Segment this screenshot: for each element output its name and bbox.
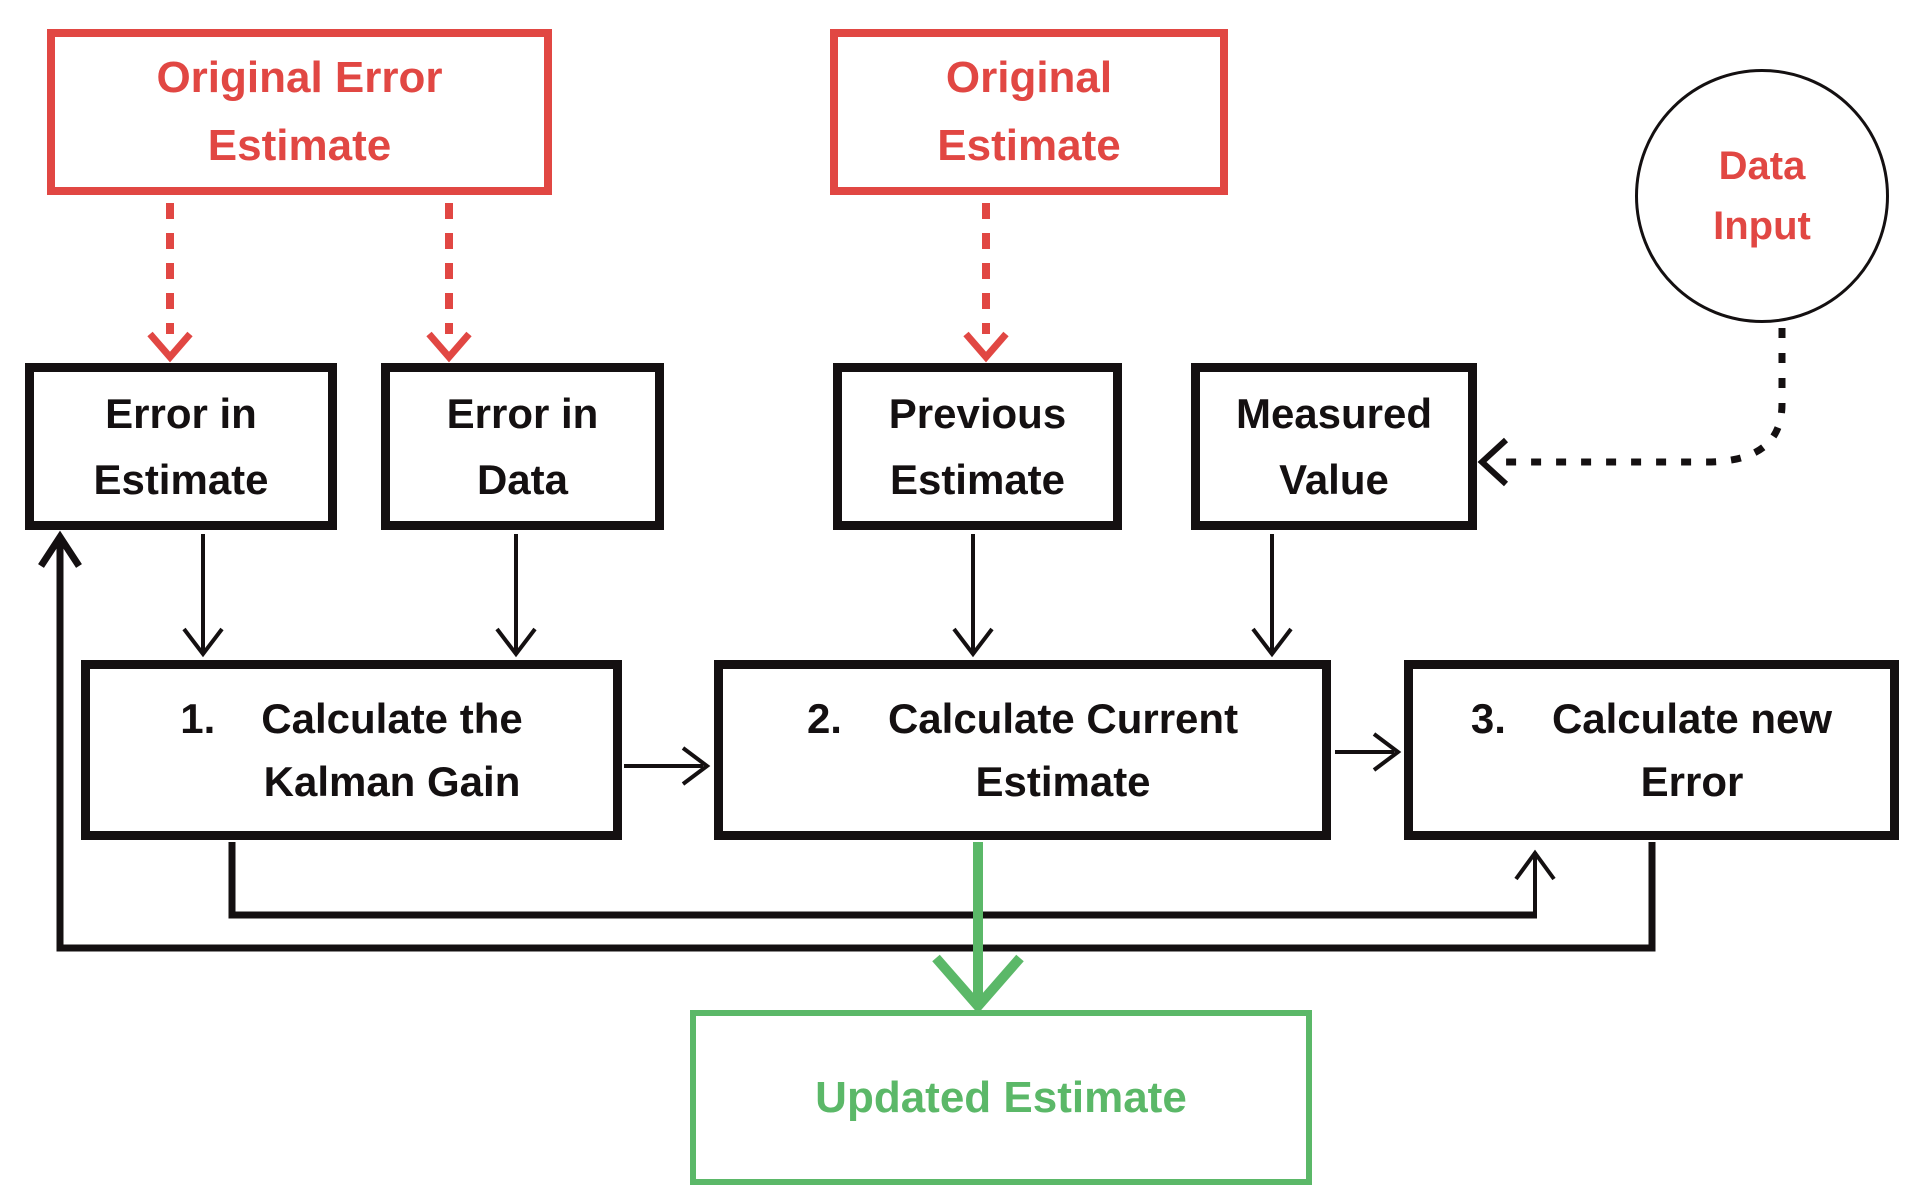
step-label-line2: Estimate xyxy=(975,758,1151,805)
arrow-step1-to-step2 xyxy=(624,746,711,786)
step-label-line1: Calculate Current xyxy=(887,695,1239,742)
node-label-line2: Estimate xyxy=(207,121,392,170)
node-step3-calculate-new-error: 3. Calculate new Error xyxy=(1404,660,1899,840)
step-label-line1: Calculate the xyxy=(261,695,523,742)
step-label-line2: Error xyxy=(1640,758,1744,805)
step-label-line1: Calculate new xyxy=(1551,695,1833,742)
step-label-line2: Kalman Gain xyxy=(263,758,521,805)
node-original-estimate: Original Estimate xyxy=(830,29,1228,195)
arrow-step2-to-updated-estimate xyxy=(932,842,1024,1014)
arrow-previous-estimate-to-step2 xyxy=(952,534,994,658)
arrow-original-error-to-error-in-estimate xyxy=(147,203,193,363)
node-previous-estimate: Previous Estimate xyxy=(833,363,1122,530)
node-label-line1: Data xyxy=(1718,144,1806,188)
node-step2-calculate-current-estimate: 2. Calculate Current Estimate xyxy=(714,660,1331,840)
node-updated-estimate: Updated Estimate xyxy=(690,1010,1312,1185)
step-number: 1. xyxy=(180,695,216,742)
arrow-original-estimate-to-previous-estimate xyxy=(963,203,1009,363)
node-label-line1: Error in xyxy=(105,390,257,438)
node-data-input: Data Input xyxy=(1635,69,1889,323)
step-number: 3. xyxy=(1470,695,1506,742)
node-label-line2: Estimate xyxy=(937,121,1121,170)
node-label-line1: Original xyxy=(945,52,1113,102)
node-label-line2: Data xyxy=(476,455,569,503)
arrow-step1-feedback-to-step3 xyxy=(228,842,1556,919)
node-label-line2: Value xyxy=(1279,455,1389,503)
node-label: Updated Estimate xyxy=(815,1072,1187,1122)
node-label-line2: Estimate xyxy=(889,455,1066,503)
step-number: 2. xyxy=(806,695,842,742)
arrow-error-in-estimate-to-step1 xyxy=(182,534,224,658)
node-error-in-estimate: Error in Estimate xyxy=(25,363,337,530)
node-label-line2: Input xyxy=(1713,204,1811,248)
node-step1-calculate-kalman-gain: 1. Calculate the Kalman Gain xyxy=(81,660,622,840)
node-label-line1: Previous xyxy=(888,390,1067,438)
arrow-original-error-to-error-in-data xyxy=(426,203,472,363)
node-label-line1: Error in xyxy=(446,390,599,438)
node-original-error-estimate: Original Error Estimate xyxy=(47,29,552,195)
node-measured-value: Measured Value xyxy=(1191,363,1477,530)
node-label-line1: Original Error xyxy=(156,52,443,102)
arrow-data-input-to-measured-value xyxy=(1477,328,1786,487)
node-label-line1: Measured xyxy=(1235,390,1433,438)
arrow-step3-feedback-to-error-in-estimate xyxy=(38,530,1656,952)
arrow-measured-value-to-step2 xyxy=(1251,534,1293,658)
arrow-step2-to-step3 xyxy=(1335,732,1402,772)
node-error-in-data: Error in Data xyxy=(381,363,664,530)
arrow-error-in-data-to-step1 xyxy=(495,534,537,658)
node-label-line2: Estimate xyxy=(93,455,269,503)
